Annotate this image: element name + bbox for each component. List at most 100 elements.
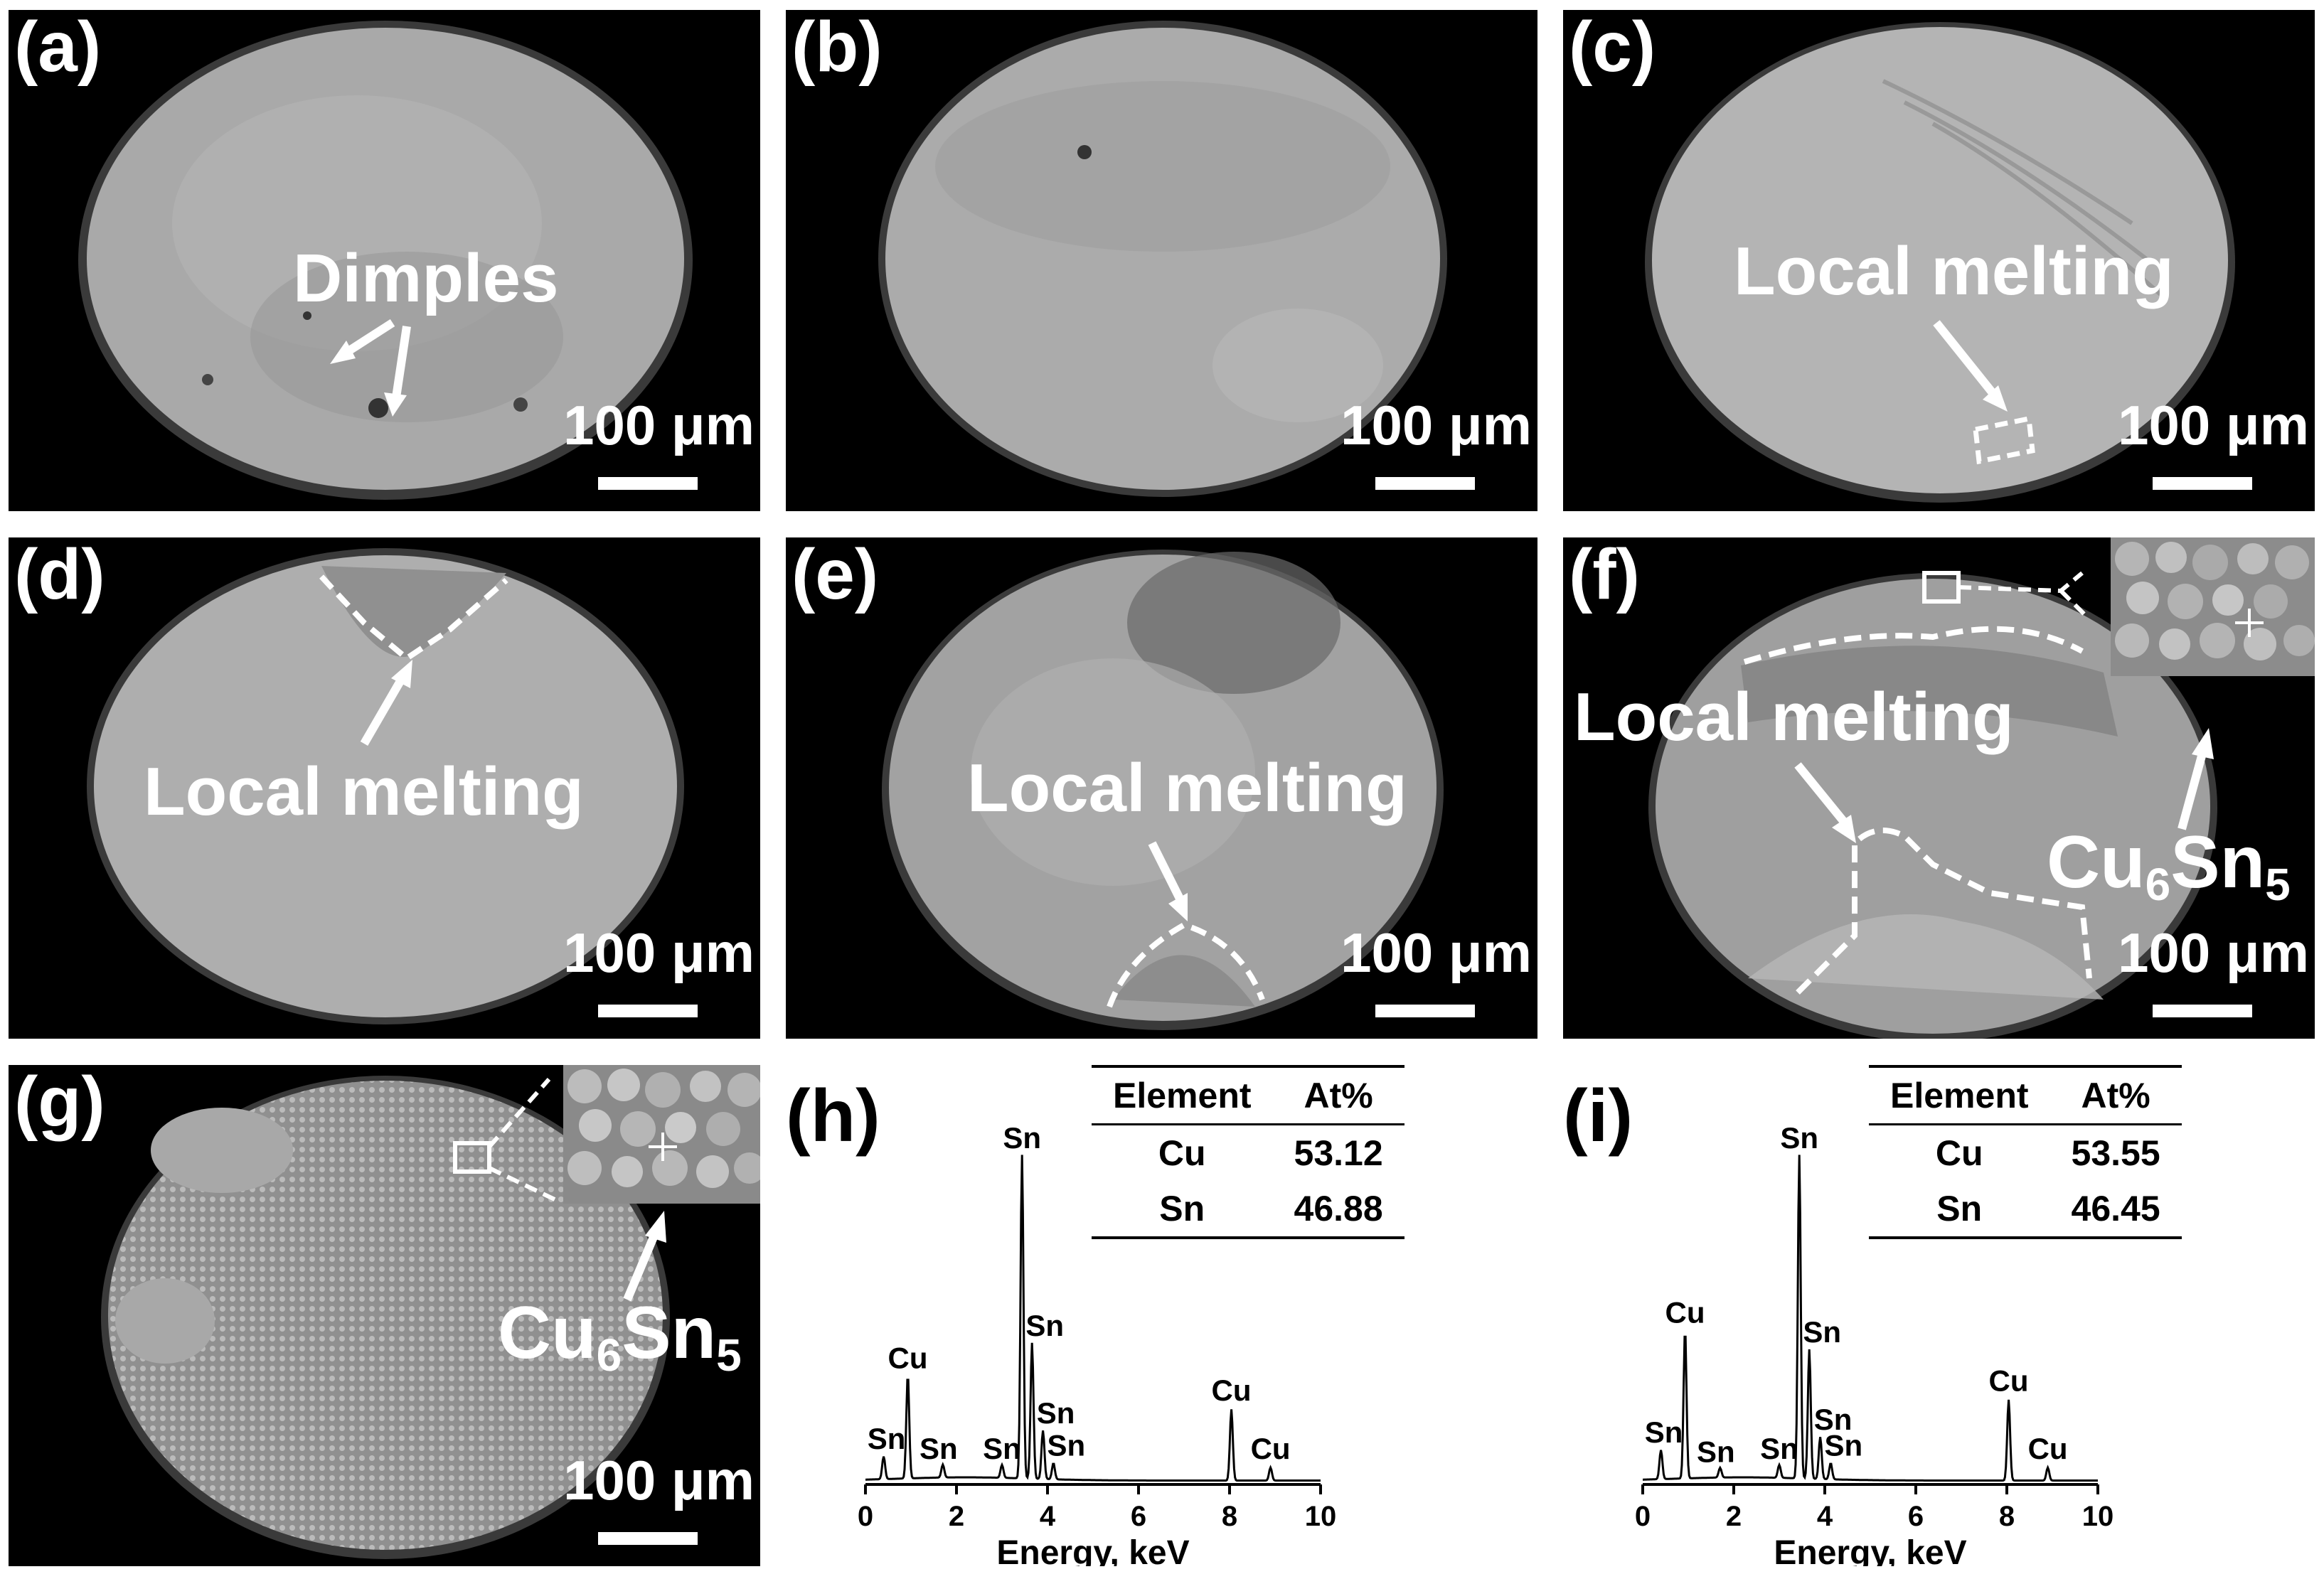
table-header: At% xyxy=(1304,1076,1373,1115)
scale-label: 100 μm xyxy=(1340,394,1532,456)
peak-label: Sn xyxy=(1697,1435,1735,1468)
scale-label: 100 μm xyxy=(563,921,755,984)
panel-label: (b) xyxy=(791,10,883,87)
scale-line xyxy=(598,1532,698,1545)
peak-label: Sn xyxy=(920,1432,958,1465)
sem-image-g xyxy=(101,1076,670,1559)
x-tick-label: 2 xyxy=(949,1501,964,1532)
peak-label: Cu xyxy=(888,1341,928,1374)
table-cell: Cu xyxy=(1158,1133,1206,1173)
panel-label: (d) xyxy=(14,537,105,614)
scale-line xyxy=(2153,477,2252,490)
x-tick-label: 0 xyxy=(1635,1501,1651,1532)
formula-part: Sn xyxy=(622,1292,717,1374)
annotation-local-melting: Local melting xyxy=(144,754,584,830)
table-header: Element xyxy=(1890,1076,2029,1115)
panel-a: (a) Dimples 100 μm xyxy=(9,10,760,511)
scale-bar: 100 μm xyxy=(1318,397,1532,490)
table-cell: Cu xyxy=(1935,1133,1983,1173)
x-axis-label: Energy, keV xyxy=(1774,1534,1966,1566)
peak-label: Sn xyxy=(1803,1315,1841,1349)
x-tick-label: 10 xyxy=(2082,1501,2114,1532)
formula-subscript: 6 xyxy=(596,1329,622,1381)
scale-label: 100 μm xyxy=(2118,394,2309,456)
phase-label-cu6sn5: Cu6Sn5 xyxy=(498,1296,742,1378)
peak-label: Cu xyxy=(2028,1432,2068,1465)
table-cell: 53.55 xyxy=(2071,1133,2160,1173)
formula-part: Sn xyxy=(2170,821,2266,904)
spectrum-line xyxy=(865,1155,1321,1482)
panel-e: (e) Local melting 100 μm xyxy=(786,537,1537,1039)
table-row: Sn 46.45 xyxy=(1869,1181,2182,1238)
table-row: Sn 46.88 xyxy=(1092,1181,1404,1238)
x-tick-label: 8 xyxy=(1222,1501,1237,1532)
scale-label: 100 μm xyxy=(563,394,755,456)
panel-f: (f) Local melting Cu6Sn5 100 μm xyxy=(1563,537,2315,1039)
peak-label: Cu xyxy=(1251,1432,1291,1465)
formula-subscript: 5 xyxy=(716,1329,742,1381)
scale-label: 100 μm xyxy=(2118,921,2309,984)
scale-bar: 100 μm xyxy=(541,397,755,490)
formula-subscript: 6 xyxy=(2145,859,2171,910)
scale-line xyxy=(2153,1005,2252,1017)
micrograph-inset xyxy=(2111,537,2315,676)
sem-image-f xyxy=(1648,571,2217,1039)
peak-label: Sn xyxy=(1760,1432,1798,1465)
formula-part: Cu xyxy=(498,1292,597,1374)
phase-label-cu6sn5: Cu6Sn5 xyxy=(2047,825,2291,907)
sem-image-d xyxy=(87,548,684,1024)
peak-label: Cu xyxy=(1665,1296,1705,1329)
arrow-icon xyxy=(330,319,411,417)
annotation-local-melting: Local melting xyxy=(1574,679,2014,755)
x-tick-label: 4 xyxy=(1817,1501,1833,1532)
table-row: Cu 53.12 xyxy=(1092,1125,1404,1182)
x-tick-label: 0 xyxy=(858,1501,873,1532)
peak-label: Sn xyxy=(1025,1309,1064,1342)
scale-bar: 100 μm xyxy=(541,925,755,1017)
peak-label: Cu xyxy=(1989,1364,2029,1397)
peak-label: Sn xyxy=(983,1432,1021,1465)
table-cell: 46.88 xyxy=(1294,1189,1383,1229)
scale-line xyxy=(1375,1005,1475,1017)
panel-label: (g) xyxy=(14,1065,105,1142)
annotation-dimples: Dimples xyxy=(293,240,559,316)
composition-table: Element At% Cu 53.12 Sn 46.88 xyxy=(1092,1065,1404,1239)
sem-image-b xyxy=(878,21,1447,497)
panel-label: (c) xyxy=(1569,10,1656,87)
panel-label: (a) xyxy=(14,10,102,87)
peak-label: Sn xyxy=(1814,1403,1853,1436)
sem-image-c xyxy=(1645,22,2235,503)
scale-label: 100 μm xyxy=(563,1449,755,1511)
panel-label: (e) xyxy=(791,537,879,614)
peak-label: Sn xyxy=(1645,1415,1683,1449)
spectrum-line xyxy=(1643,1155,2098,1482)
scale-bar: 100 μm xyxy=(2096,925,2309,1017)
panel-label: (f) xyxy=(1569,537,1640,614)
scale-line xyxy=(598,477,698,490)
table-header: At% xyxy=(2081,1076,2150,1115)
panel-b: (b) 100 μm xyxy=(786,10,1537,511)
formula-part: Cu xyxy=(2047,821,2146,904)
panel-g: (g) Cu6Sn5 100 μm xyxy=(9,1065,760,1566)
table-cell: 46.45 xyxy=(2071,1189,2160,1229)
peak-label: Sn xyxy=(1037,1396,1075,1430)
peak-label: Sn xyxy=(1047,1428,1085,1462)
x-axis-label: Energy, keV xyxy=(996,1534,1189,1566)
annotation-local-melting: Local melting xyxy=(1734,233,2174,309)
panel-c: (c) Local melting 100 μm xyxy=(1563,10,2315,511)
scale-bar: 100 μm xyxy=(1318,925,1532,1017)
table-row: Cu 53.55 xyxy=(1869,1125,2182,1182)
x-tick-label: 6 xyxy=(1908,1501,1924,1532)
x-tick-label: 10 xyxy=(1305,1501,1337,1532)
composition-table: Element At% Cu 53.55 Sn 46.45 xyxy=(1869,1065,2182,1239)
peak-label: Sn xyxy=(1780,1121,1818,1155)
formula-subscript: 5 xyxy=(2265,859,2291,910)
micrograph-inset xyxy=(563,1065,760,1204)
table-header: Element xyxy=(1113,1076,1252,1115)
peak-label: Cu xyxy=(1212,1374,1252,1407)
annotation-local-melting: Local melting xyxy=(967,750,1407,826)
sem-image-e xyxy=(882,550,1444,1030)
